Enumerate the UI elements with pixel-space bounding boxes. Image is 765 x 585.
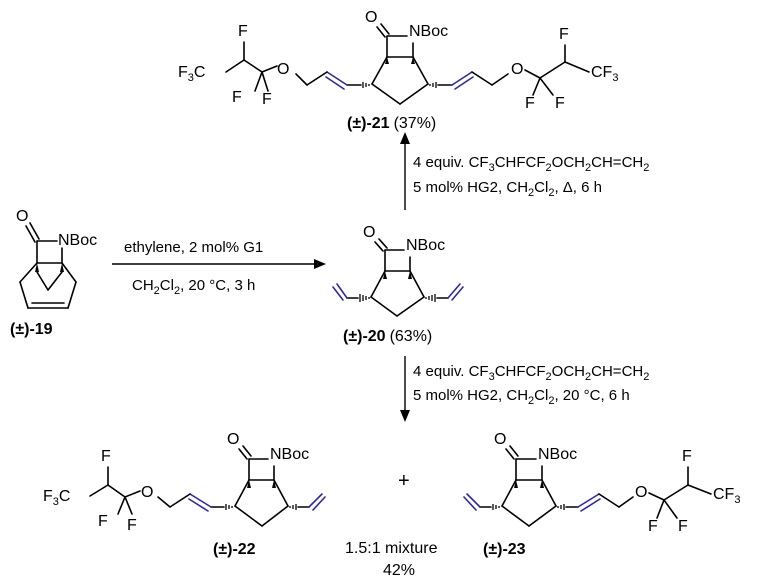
compound-22: O NBoc O F F — [43, 431, 326, 558]
reaction-arrow-3: 4 equiv. CF3CHFCF2OCH2CH=CH2 5 mol% HG2,… — [400, 356, 649, 422]
atom-fluorine: F — [525, 95, 535, 112]
atom-oxygen: O — [365, 9, 377, 26]
compound-23: O NBoc O F F F — [463, 431, 740, 558]
atom-fluorine: F — [101, 448, 111, 465]
atom-nboc: NBoc — [270, 446, 309, 463]
group-cf3: CF3 — [713, 486, 740, 506]
compound-19-label: (±)-19 — [10, 321, 53, 338]
compound-21-caption: (±)-21(37%) — [347, 115, 436, 132]
atom-fluorine: F — [98, 513, 108, 530]
compound-19: O NBoc (±)-19 — [10, 208, 97, 338]
atom-oxygen: O — [635, 484, 647, 501]
atom-oxygen: O — [363, 224, 375, 241]
compound-22-label: (±)-22 — [213, 541, 256, 558]
step3-line1: 4 equiv. CF3CHFCF2OCH2CH=CH2 — [413, 363, 649, 383]
group-cf3: F3C — [178, 64, 205, 84]
group-cf3: CF3 — [591, 64, 618, 84]
atom-nboc: NBoc — [409, 23, 448, 40]
atom-oxygen: O — [277, 61, 289, 78]
compound-21: O NBoc O F F F F3C — [178, 9, 618, 132]
step1-line1: ethylene, 2 mol% G1 — [124, 239, 263, 256]
atom-fluorine: F — [559, 26, 569, 43]
atom-oxygen: O — [511, 61, 523, 78]
atom-fluorine: F — [238, 23, 248, 40]
reaction-arrow-1: ethylene, 2 mol% G1 CH2Cl2, 20 °C, 3 h — [112, 239, 326, 297]
atom-nboc: NBoc — [406, 237, 445, 254]
atom-oxygen: O — [16, 208, 28, 225]
atom-nboc: NBoc — [538, 446, 577, 463]
atom-oxygen: O — [494, 431, 506, 448]
compound-23-label: (±)-23 — [483, 541, 526, 558]
atom-fluorine: F — [127, 517, 137, 534]
atom-oxygen: O — [227, 431, 239, 448]
atom-fluorine: F — [682, 448, 692, 465]
step2-line2: 5 mol% HG2, CH2Cl2, Δ, 6 h — [413, 179, 602, 199]
mixture-ratio: 1.5:1 mixture — [345, 540, 438, 557]
atom-fluorine: F — [262, 91, 272, 108]
atom-nboc: NBoc — [58, 232, 97, 249]
atom-fluorine: F — [555, 95, 565, 112]
atom-fluorine: F — [232, 89, 242, 106]
atom-oxygen: O — [141, 484, 153, 501]
group-cf3: F3C — [43, 488, 70, 508]
mixture-yield: 42% — [383, 562, 415, 579]
atom-fluorine: F — [648, 518, 658, 535]
atom-fluorine: F — [678, 518, 688, 535]
compound-20: O NBoc (±)-20(63%) — [332, 224, 464, 345]
reaction-arrow-2: 4 equiv. CF3CHFCF2OCH2CH=CH2 5 mol% HG2,… — [400, 132, 649, 210]
step1-line2: CH2Cl2, 20 °C, 3 h — [132, 277, 255, 297]
step3-line2: 5 mol% HG2, CH2Cl2, 20 °C, 6 h — [413, 387, 630, 407]
plus-sign: + — [398, 470, 410, 492]
compound-20-caption: (±)-20(63%) — [343, 328, 432, 345]
step2-line1: 4 equiv. CF3CHFCF2OCH2CH=CH2 — [413, 154, 649, 174]
